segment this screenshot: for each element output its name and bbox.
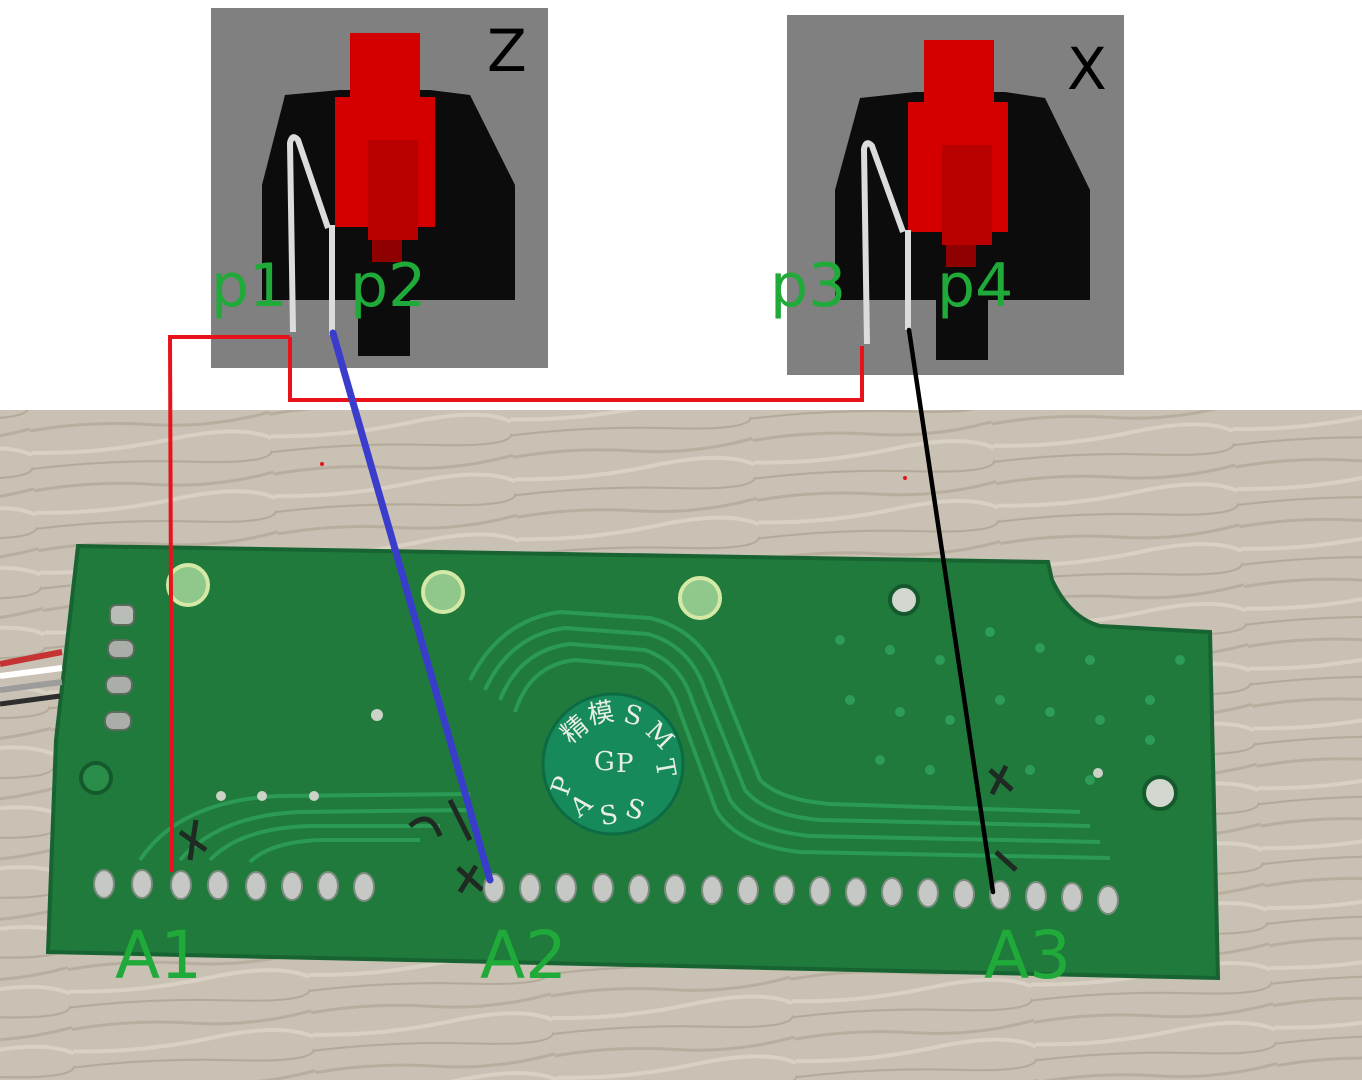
seal-char: 模	[585, 696, 617, 732]
pin-label-p2: p2	[350, 251, 427, 321]
solder-pad-row	[93, 869, 1119, 915]
pad-label-a1: A1	[115, 917, 203, 994]
seal-char: A	[564, 788, 599, 824]
switch-z	[211, 8, 548, 368]
seal-char: S	[620, 699, 646, 733]
seal-char: S	[597, 799, 621, 833]
wire-black	[906, 327, 996, 895]
seal-char: P	[616, 749, 634, 779]
seal-char: G	[594, 747, 615, 777]
switch-x	[787, 15, 1124, 375]
pin-label-p3: p3	[770, 251, 847, 321]
pad-label-a3: A3	[984, 917, 1072, 994]
pin-label-p4: p4	[937, 251, 1014, 321]
pin-label-p1: p1	[211, 251, 288, 321]
pad-label-a2: A2	[480, 917, 568, 994]
wire-red-common	[167, 335, 864, 873]
wire-blue	[329, 329, 494, 884]
seal-text: 精 模 S M T G P P A S S	[542, 693, 684, 835]
seal-char: M	[639, 715, 680, 757]
key-label-z: Z	[487, 17, 527, 85]
key-label-x: X	[1067, 35, 1107, 103]
seal-char: T	[648, 756, 681, 780]
pcb-board	[0, 543, 1221, 981]
gp-seal	[541, 692, 685, 836]
seal-char: S	[621, 792, 649, 828]
